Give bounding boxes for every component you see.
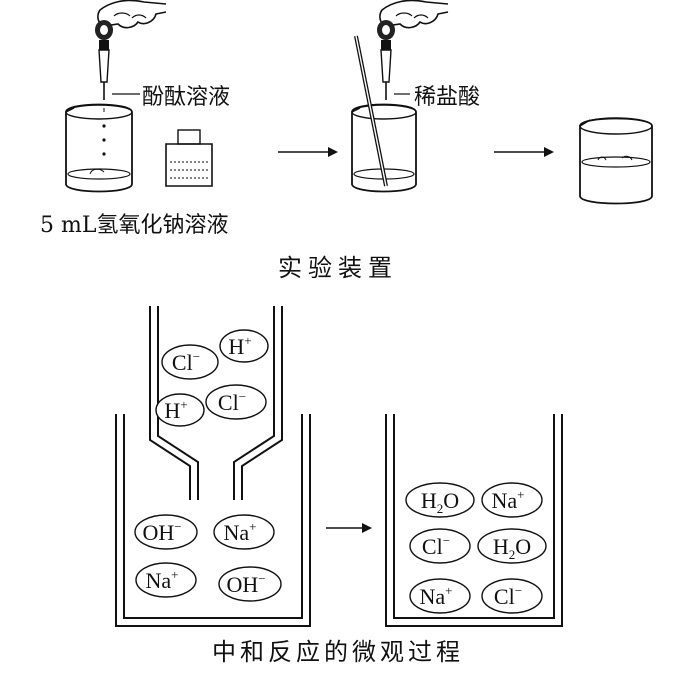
arrow-2 (494, 147, 554, 157)
ion-na-plus: Na+ (409, 578, 471, 614)
ion-cl-minus: Cl− (481, 578, 543, 614)
dilute-hcl-label: 稀盐酸 (414, 85, 480, 110)
svg-text:Cl−: Cl− (172, 349, 200, 375)
beaker-3 (579, 117, 653, 205)
svg-text:H2O: H2O (493, 534, 531, 562)
svg-text:Na+: Na+ (146, 567, 179, 593)
svg-text:Na+: Na+ (492, 487, 525, 513)
svg-text:Cl−: Cl− (218, 389, 246, 415)
beaker-1 (65, 0, 167, 193)
svg-text:Cl−: Cl− (422, 533, 450, 559)
ion-cl-minus: Cl− (161, 344, 219, 380)
arrow-3 (326, 523, 372, 533)
beaker-2 (351, 0, 449, 193)
svg-text:H+: H+ (228, 333, 251, 359)
ion-cl-minus: Cl− (409, 528, 471, 564)
micro-process-caption: 中和反应的微观过程 (212, 638, 464, 666)
phenolphthalein-bottle (165, 129, 213, 187)
ion-na-plus: Na+ (135, 562, 197, 598)
svg-text:OH−: OH− (142, 519, 181, 545)
svg-text:OH−: OH− (226, 571, 265, 597)
ion-h-plus: H+ (155, 393, 205, 427)
ion-na-plus: Na+ (481, 482, 543, 518)
apparatus-caption: 实验装置 (278, 254, 398, 282)
phenolphthalein-label: 酚酞溶液 (142, 85, 230, 110)
svg-text:Na+: Na+ (420, 583, 453, 609)
molecule-h2o: H2O (405, 482, 475, 518)
ion-na-plus: Na+ (213, 514, 275, 550)
ion-h-plus: H+ (219, 329, 269, 363)
svg-text:H+: H+ (164, 397, 187, 423)
left-beaker (115, 414, 311, 627)
hcl-tube (149, 306, 283, 500)
molecule-h2o: H2O (477, 528, 547, 564)
naoh-solution-label: 5 mL氢氧化钠溶液 (40, 213, 228, 238)
svg-text:Na+: Na+ (224, 519, 257, 545)
ion-oh-minus: OH− (134, 514, 198, 550)
arrow-1 (278, 147, 338, 157)
ion-oh-minus: OH− (218, 566, 282, 602)
ion-cl-minus: Cl− (205, 384, 267, 420)
svg-text:H2O: H2O (421, 488, 459, 516)
right-beaker (385, 414, 563, 627)
svg-text:Cl−: Cl− (494, 583, 522, 609)
